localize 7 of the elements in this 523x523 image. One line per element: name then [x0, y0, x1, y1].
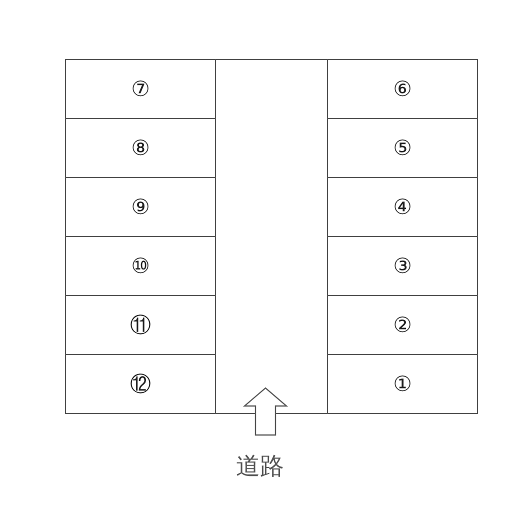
- parking-space-box: ⑫: [65, 354, 216, 414]
- road-area: [215, 59, 328, 414]
- parking-space-box: ⑦: [65, 59, 216, 119]
- parking-space-box: ⑥: [327, 59, 478, 119]
- parking-space-box: ①: [327, 354, 478, 414]
- road-label: 道路: [236, 451, 284, 482]
- arrow: [242, 387, 288, 436]
